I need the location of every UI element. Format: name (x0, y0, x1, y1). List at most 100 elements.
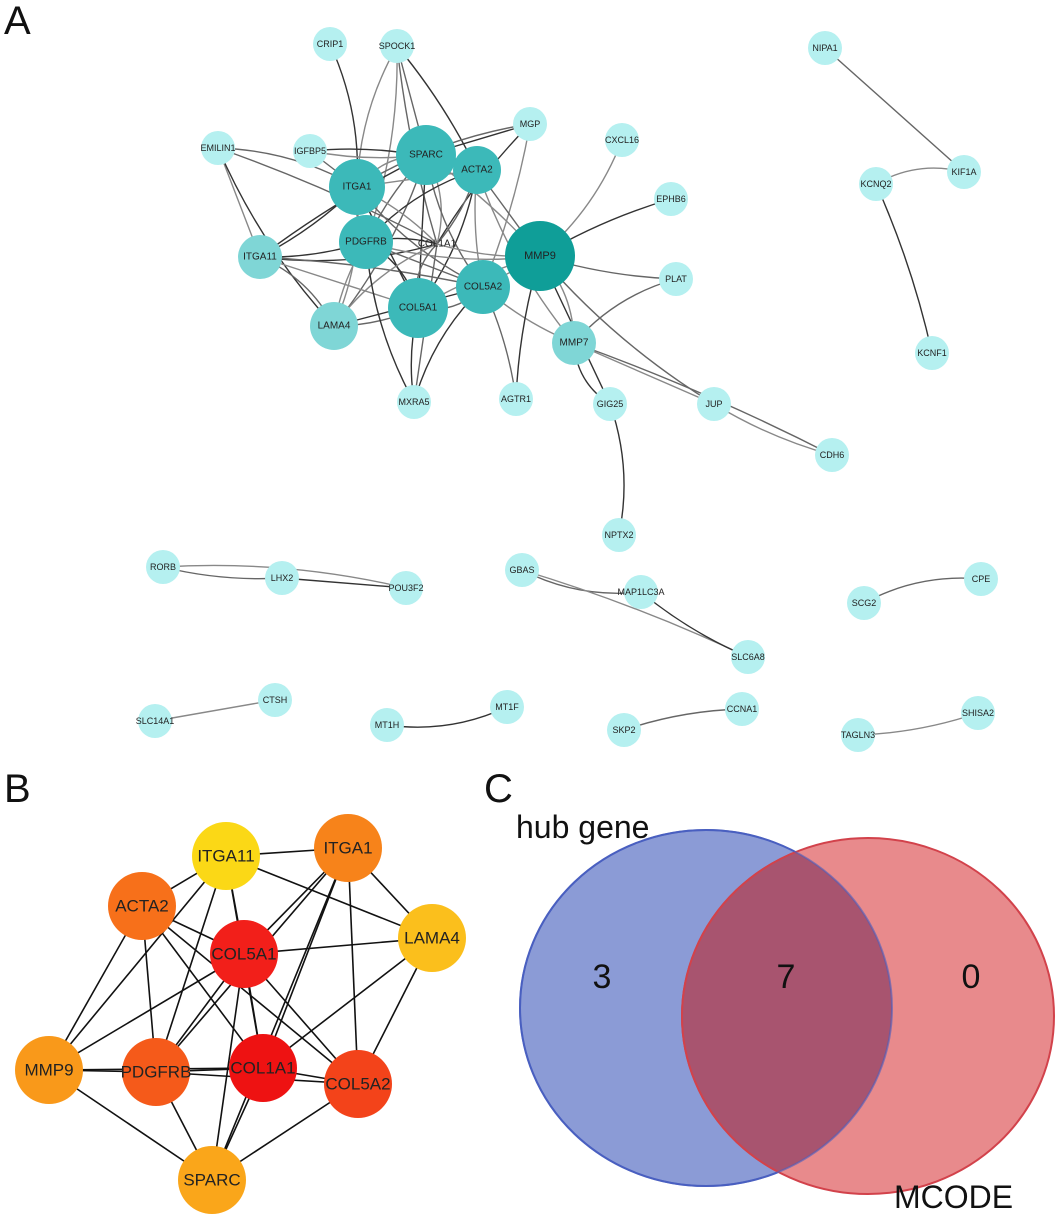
network-a-node: MGP (513, 107, 547, 141)
network-b-edge (211, 847, 349, 1181)
network-b-node-label: COL1A1 (230, 1059, 295, 1078)
network-a-node-circle (607, 713, 641, 747)
network-a-node: JUP (697, 387, 731, 421)
network-a-node: MMP9 (505, 221, 575, 291)
network-a-node: SPARC (396, 125, 456, 185)
network-b-edge (211, 953, 245, 1181)
panel-c-label: C (484, 767, 513, 811)
network-a-node-circle (841, 718, 875, 752)
network-a-node-label: EMILIN1 (200, 143, 235, 153)
network-a-edge (217, 147, 438, 245)
panel-a-label: A (4, 0, 31, 43)
network-b-node-label: ACTA2 (115, 897, 169, 916)
network-a-node: COL1A1 (418, 239, 457, 250)
network-a-node-label: SPOCK1 (379, 41, 416, 51)
network-a-node: SLC6A8 (731, 640, 765, 674)
network-b-node-circle (324, 1050, 392, 1118)
network-a-node-label: PLAT (665, 274, 687, 284)
network-a-node: GIG25 (593, 387, 627, 421)
network-b-node-circle (122, 1038, 190, 1106)
network-a-node-label: KIF1A (951, 167, 976, 177)
network-a-node-label: ACTA2 (461, 165, 493, 176)
network-a-node-circle (329, 159, 385, 215)
network-a-node-circle (624, 575, 658, 609)
network-a-node-label: COL5A2 (464, 282, 503, 293)
network-a-node-label: SKP2 (612, 725, 635, 735)
network-a-node-circle (138, 704, 172, 738)
network-a-edge (386, 706, 508, 728)
network-a-node-label: GIG25 (597, 399, 624, 409)
network-a-node-label: MAP1LC3A (617, 587, 664, 597)
network-b-node-label: COL5A2 (325, 1075, 390, 1094)
network-a-node-label: SPARC (409, 150, 443, 161)
network-a-node-circle (659, 262, 693, 296)
network-a-node: TAGLN3 (841, 718, 875, 752)
network-a-node-circle (389, 571, 423, 605)
network-b-node-label: PDGFRB (121, 1063, 192, 1082)
network-a-node: MT1F (490, 690, 524, 724)
network-a-node: NPTX2 (602, 518, 636, 552)
network-a-node: KCNF1 (915, 336, 949, 370)
network-a-node-label: GBAS (509, 565, 534, 575)
network-b-edges (48, 847, 433, 1181)
network-a-node-circle (513, 107, 547, 141)
network-a-node-circle (265, 561, 299, 595)
network-b-node-label: SPARC (183, 1171, 240, 1190)
network-b-node-circle (108, 872, 176, 940)
network-b-node: LAMA4 (398, 904, 466, 972)
network-a-node: ITGA1 (329, 159, 385, 215)
network-a-node-label: CTSH (263, 695, 288, 705)
network-a-node-label: MGP (520, 119, 541, 129)
network-b-edge (48, 855, 227, 1071)
network-a-node: RORB (146, 550, 180, 584)
network-a-node-label: CDH6 (820, 450, 845, 460)
network-a-node-label: SHISA2 (962, 708, 994, 718)
network-b-edge (141, 905, 359, 1085)
network-a-node: ACTA2 (453, 146, 501, 194)
network-b-node-circle (314, 814, 382, 882)
network-b-node-label: LAMA4 (404, 929, 460, 948)
network-a-node-circle (238, 235, 282, 279)
network-a-node-circle (552, 321, 596, 365)
network-a-node: LAMA4 (310, 302, 358, 350)
network-b-node-circle (229, 1034, 297, 1102)
network-a-node-circle (654, 182, 688, 216)
network-b-node: ITGA1 (314, 814, 382, 882)
network-a-node-circle (505, 553, 539, 587)
network-a-node-circle (815, 438, 849, 472)
network-a-node: PDGFRB (339, 215, 393, 269)
network-a-node: KIF1A (947, 155, 981, 189)
network-a-node: MXRA5 (397, 385, 431, 419)
network-a-edge (857, 712, 979, 736)
network-a-node-circle (339, 215, 393, 269)
network-a-node: CCNA1 (725, 692, 759, 726)
network-a-node-label: PDGFRB (345, 237, 387, 248)
network-a-node-circle (453, 146, 501, 194)
network-a-node-label: MMP7 (560, 338, 589, 349)
network-a-node-label: KCNQ2 (860, 179, 891, 189)
network-b-node-circle (15, 1036, 83, 1104)
network-a-edge (640, 591, 749, 658)
network-a-node: ITGA11 (238, 235, 282, 279)
network-a-node-label: SCG2 (852, 598, 877, 608)
venn-set-label-mcode: MCODE (894, 1179, 1013, 1215)
network-b-node-label: MMP9 (24, 1061, 73, 1080)
network-b-node-label: ITGA11 (197, 847, 254, 866)
network-a-node-circle (397, 385, 431, 419)
network-a-node-label: CRIP1 (317, 39, 344, 49)
network-a-node-label: LHX2 (271, 573, 294, 583)
network-a-node: IGFBP5 (293, 134, 327, 168)
network-a-node: CDH6 (815, 438, 849, 472)
network-a-node-label: CXCL16 (605, 135, 639, 145)
network-a-node: EPHB6 (654, 182, 688, 216)
network-a-node-label: NIPA1 (812, 43, 837, 53)
network-a-node-circle (396, 125, 456, 185)
network-a-node: COL5A2 (456, 260, 510, 314)
network-a-node-label: MT1F (495, 702, 519, 712)
network-a-node-circle (859, 167, 893, 201)
network-a-edge (875, 183, 933, 354)
network-b-node-circle (178, 1146, 246, 1214)
